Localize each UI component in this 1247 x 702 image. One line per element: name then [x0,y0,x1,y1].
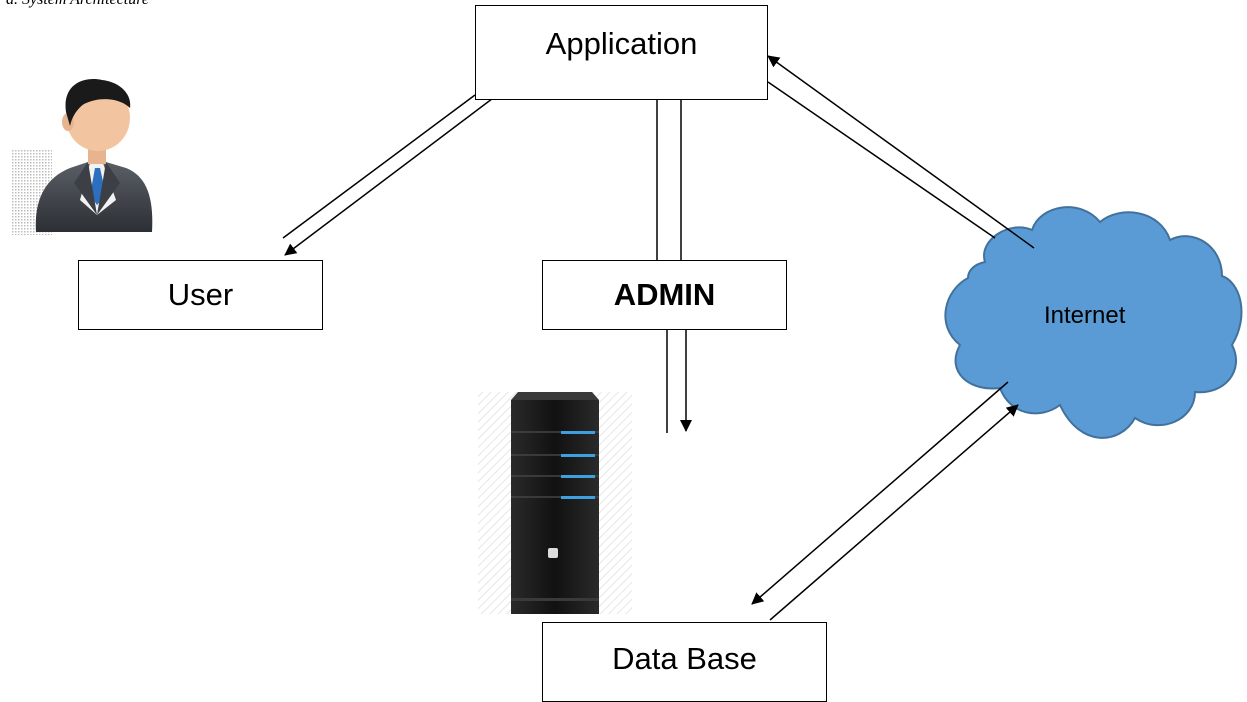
businessman-icon [12,79,153,235]
database-to-internet-arrow [769,404,1019,621]
database-node: Data Base [542,622,827,702]
internet-to-database-arrow [751,381,1009,605]
internet-to-application-arrow [767,55,1035,249]
user-node: User [78,260,323,330]
server-tower-icon [478,392,632,614]
application-node: Application [475,5,768,100]
internet-label: Internet [1044,302,1126,329]
admin-node: ADMIN [542,260,787,330]
application-to-user-line [282,94,476,239]
application-to-internet-line [767,81,996,239]
application-to-user-arrow [284,73,526,256]
figure-caption: a. System Architecture [6,0,149,9]
